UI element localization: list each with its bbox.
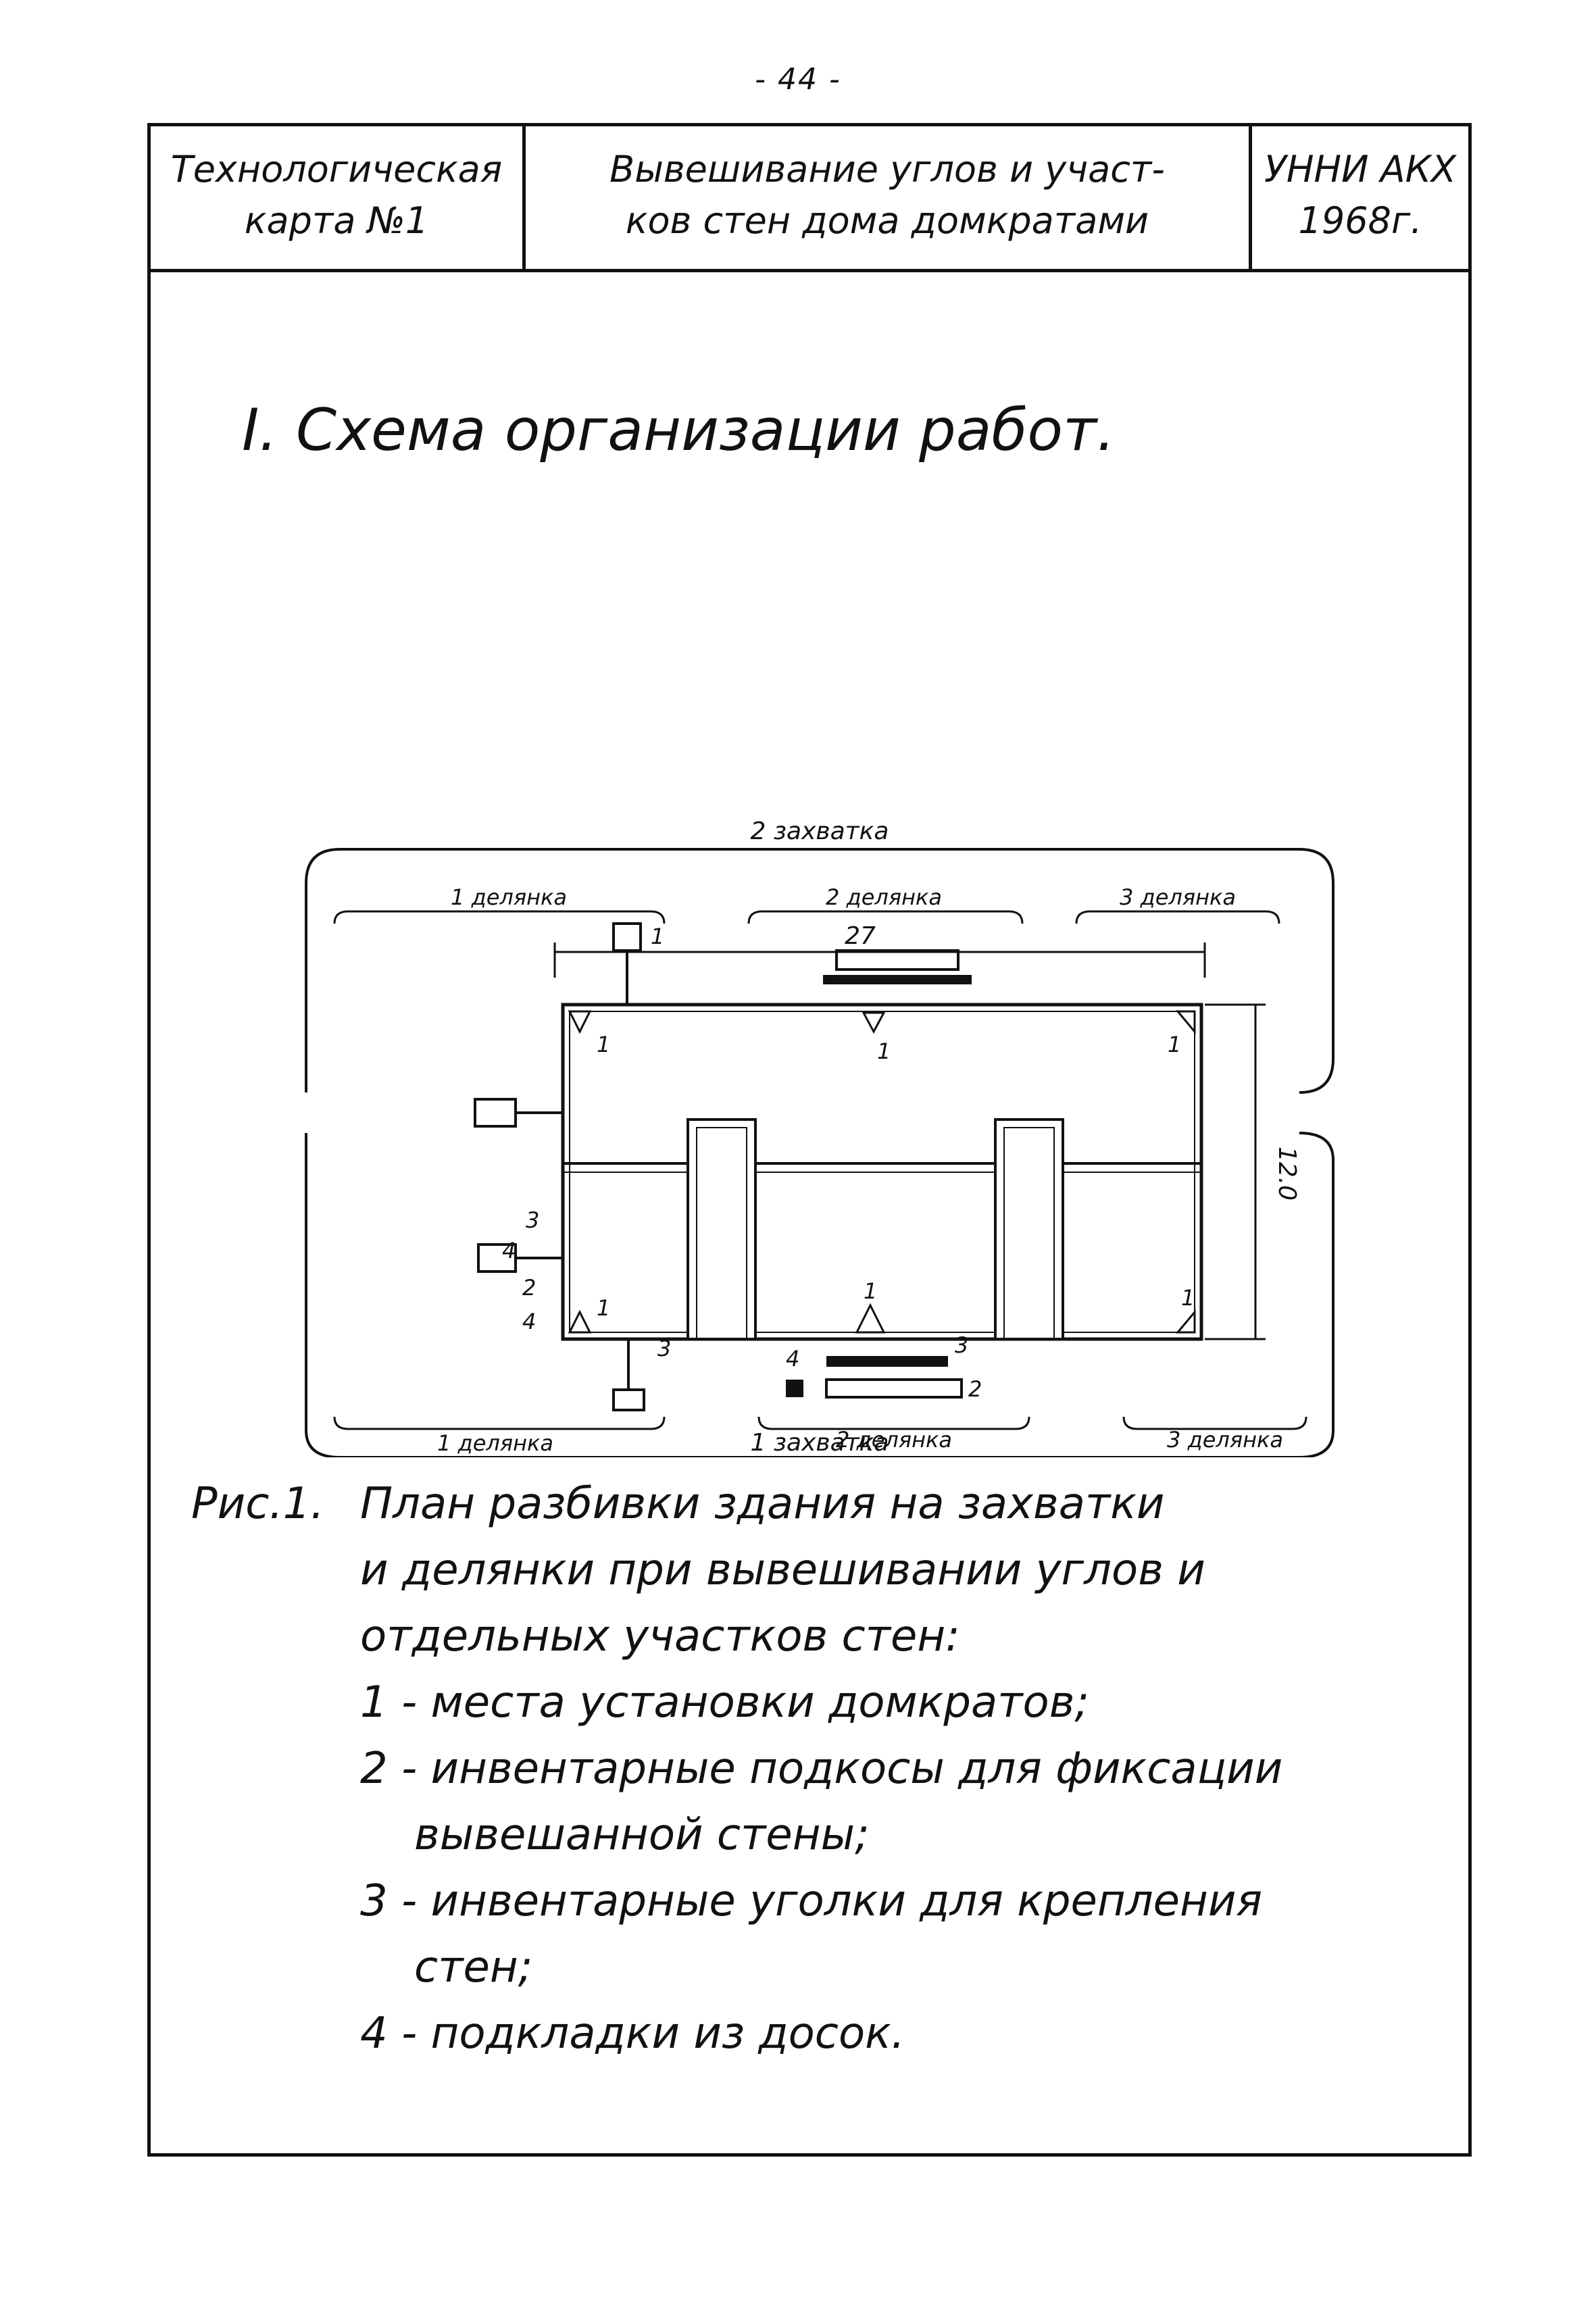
dim-length-label: 27	[845, 922, 876, 950]
section-brace-top-1	[333, 910, 666, 924]
caption-item-2a: 2 - инвентарные подкосы для фиксации	[360, 1744, 1283, 1794]
title-block: Технологическая карта №1 Вывешивание угл…	[151, 126, 1468, 272]
board-top	[823, 975, 972, 984]
jack-marker-top-right	[1175, 1010, 1196, 1035]
page-number: - 44 -	[755, 62, 841, 97]
title-block-card: Технологическая карта №1	[151, 126, 526, 269]
section-brace-top-2	[747, 910, 1024, 924]
title-block-title: Вывешивание углов и участ- ков стен дома…	[526, 126, 1252, 269]
section-heading: I. Схема организации работ.	[242, 397, 1116, 464]
caption-line-1: План разбивки здания на захватки	[360, 1479, 1165, 1529]
zakhvatka-top-label: 2 захватка	[751, 818, 889, 845]
marker-3-b: 3	[657, 1336, 671, 1361]
section-brace-bottom-2	[757, 1416, 1030, 1430]
marker-1-g: 1	[651, 924, 664, 949]
marker-1-d: 1	[597, 1295, 610, 1321]
jack-marker-bottom-right	[1175, 1309, 1196, 1334]
jack-bottom-left	[612, 1388, 645, 1411]
section-top-2: 2 делянка	[826, 884, 942, 910]
caption-item-3b: стен;	[414, 1942, 533, 1992]
marker-4-c: 4	[786, 1346, 799, 1372]
jack-left-upper	[474, 1098, 517, 1128]
caption-line-3: отдельных участков стен:	[360, 1611, 960, 1661]
brace-top	[835, 949, 959, 971]
jack-marker-bottom-mid	[855, 1303, 886, 1334]
stairwell-left	[687, 1118, 757, 1340]
jack-marker-bottom-left	[568, 1309, 592, 1334]
caption-line-2: и делянки при вывешивании углов и	[360, 1545, 1205, 1595]
marker-1-e: 1	[864, 1278, 877, 1304]
caption-label: Рис.1.	[191, 1479, 324, 1529]
section-brace-bottom-1	[333, 1416, 666, 1430]
zakhvatka-1-bracket	[305, 1132, 1335, 1457]
org-line-2: 1968г.	[1298, 199, 1422, 242]
section-bottom-1: 1 делянка	[437, 1430, 553, 1456]
marker-1-f: 1	[1181, 1285, 1195, 1311]
marker-4-b: 4	[522, 1309, 536, 1334]
section-top-3: 3 делянка	[1120, 884, 1236, 910]
marker-2-a: 2	[522, 1275, 536, 1301]
caption-item-1: 1 - места установки домкратов;	[360, 1678, 1089, 1728]
jack-marker-top-left	[568, 1010, 592, 1034]
stairwell-right	[994, 1118, 1064, 1340]
zakhvatka-2-bracket	[305, 848, 1335, 1094]
section-brace-bottom-3	[1122, 1416, 1307, 1430]
pad-bottom	[786, 1380, 803, 1397]
marker-1-c: 1	[877, 1038, 891, 1064]
section-brace-top-3	[1075, 910, 1280, 924]
card-line-1: Технологическая	[170, 148, 503, 191]
brace-bottom	[825, 1378, 963, 1399]
jack-marker-top-mid	[862, 1011, 886, 1034]
dim-width-label: 12.0	[1273, 1147, 1301, 1201]
marker-3-c: 3	[955, 1332, 968, 1358]
section-bottom-2: 2 делянка	[836, 1427, 952, 1453]
card-line-2: карта №1	[244, 199, 429, 242]
section-bottom-3: 3 делянка	[1167, 1427, 1283, 1453]
caption-item-4: 4 - подкладки из досок.	[360, 2009, 905, 2059]
section-top-1: 1 делянка	[451, 884, 567, 910]
building-plan-diagram: 2 захватка 1 захватка 1 делянка 2 делянк…	[305, 818, 1335, 1457]
caption-item-3a: 3 - инвентарные уголки для крепления	[360, 1876, 1262, 1926]
marker-4-a: 4	[502, 1238, 516, 1263]
jack-top-left	[612, 922, 642, 952]
marker-1-b: 1	[1168, 1032, 1181, 1057]
title-line-1: Вывешивание углов и участ-	[609, 148, 1165, 191]
title-block-organization: УННИ АКХ 1968г.	[1252, 126, 1468, 269]
marker-3-a: 3	[526, 1207, 539, 1233]
marker-2-b: 2	[968, 1376, 982, 1402]
drawing-sheet: Технологическая карта №1 Вывешивание угл…	[147, 123, 1472, 2157]
org-line-1: УННИ АКХ	[1264, 148, 1456, 191]
figure-caption: Рис.1. План разбивки здания на захватки и…	[191, 1471, 1448, 2067]
title-line-2: ков стен дома домкратами	[625, 199, 1149, 242]
zakhvatka-bottom-label: 1 захватка	[751, 1429, 889, 1457]
marker-1-a: 1	[597, 1032, 610, 1057]
board-bottom	[826, 1356, 948, 1367]
caption-item-2b: вывешанной стены;	[414, 1810, 870, 1860]
